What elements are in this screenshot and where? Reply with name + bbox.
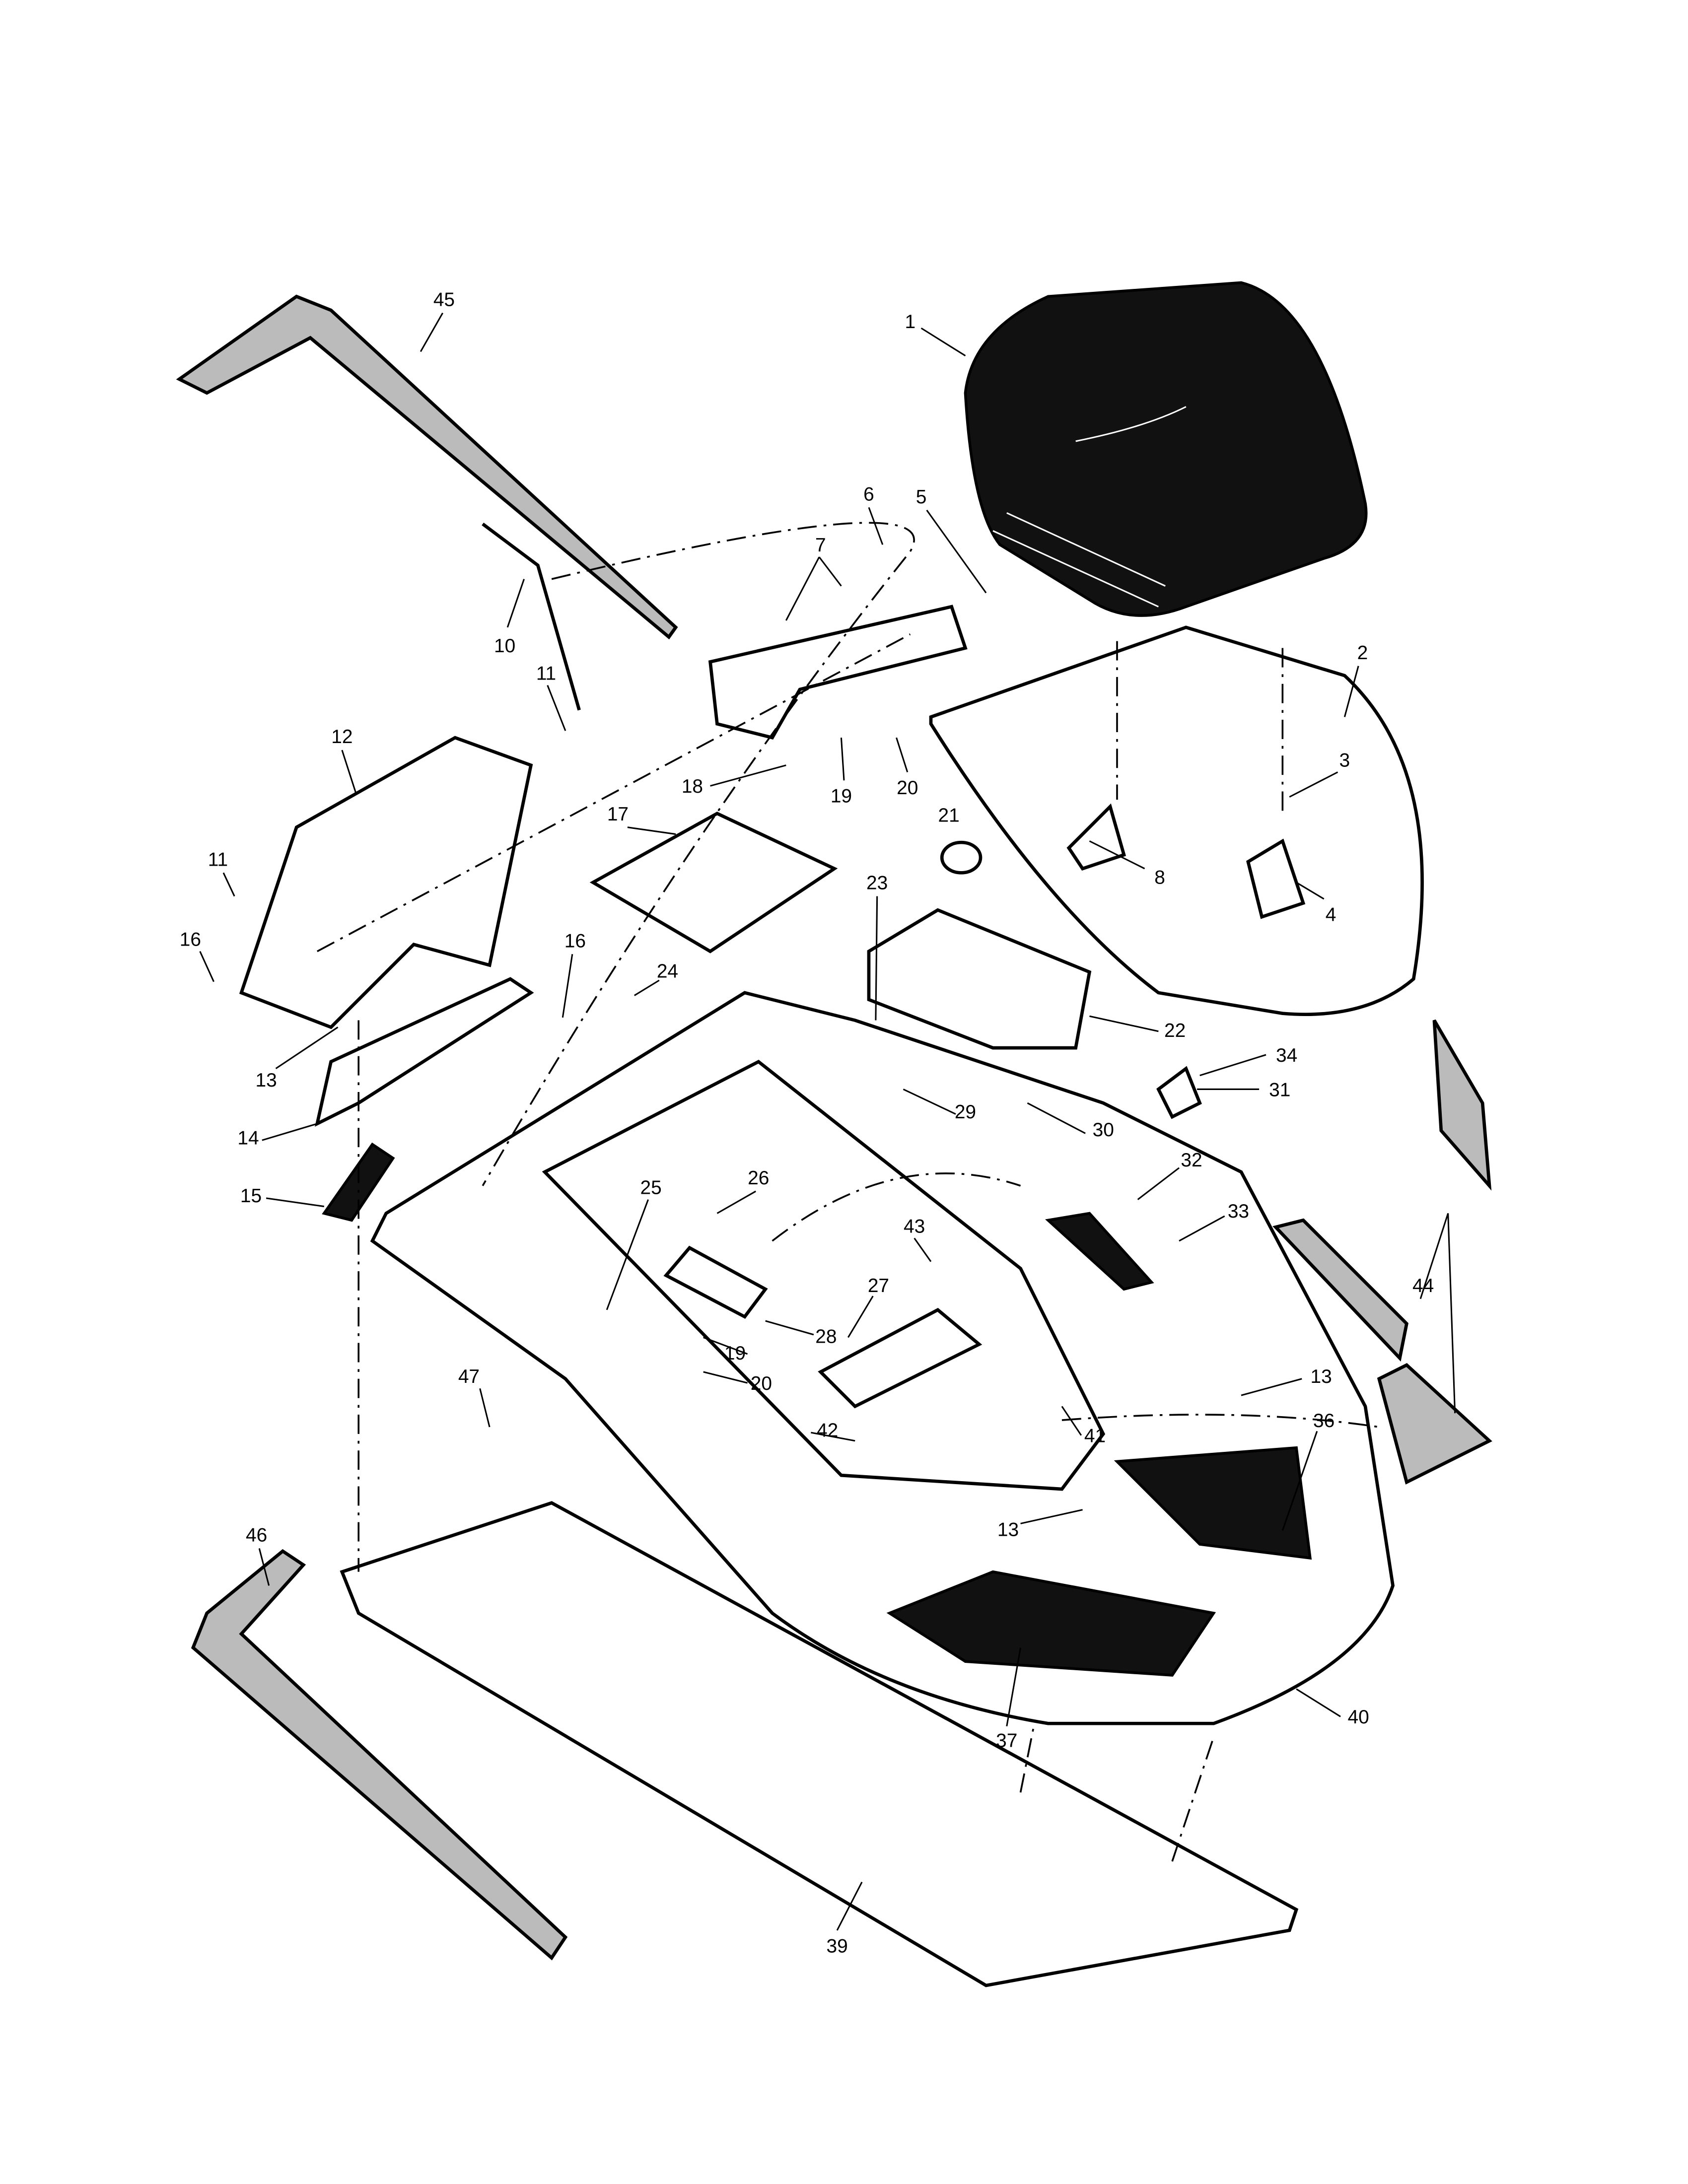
callout-18: 18 <box>682 776 703 797</box>
part-22-fuel-tank <box>867 908 1092 1050</box>
callout-7: 7 <box>815 535 826 556</box>
callout-labels: 45 1 5 6 7 10 2 11 12 18 19 20 3 21 17 8… <box>180 289 1434 1957</box>
callout-11: 11 <box>536 663 556 684</box>
callout-2: 2 <box>1357 642 1368 664</box>
part-10-rod <box>482 522 581 711</box>
callout-22: 22 <box>1164 1020 1186 1041</box>
callout-13c: 13 <box>997 1519 1019 1540</box>
callout-40: 40 <box>1347 1706 1369 1728</box>
callout-19b: 19 <box>724 1343 746 1364</box>
part-44-strip-c <box>1377 1363 1492 1485</box>
part-44-strip-b <box>1272 1218 1408 1362</box>
callout-20b: 20 <box>751 1373 772 1394</box>
part-17-plate <box>589 812 838 954</box>
callout-23: 23 <box>866 873 888 894</box>
callout-4: 4 <box>1326 904 1336 926</box>
callout-12: 12 <box>331 726 352 748</box>
part-8-bracket <box>1066 803 1126 871</box>
callout-46: 46 <box>246 1525 267 1546</box>
part-37-mat <box>886 1570 1216 1677</box>
callout-15: 15 <box>240 1185 262 1207</box>
part-1-seat <box>964 281 1368 617</box>
part-12-panel <box>239 736 533 1029</box>
callout-33: 33 <box>1228 1201 1249 1222</box>
callout-25: 25 <box>640 1177 661 1199</box>
part-45-trim-strip <box>176 294 678 640</box>
part-14-bracket <box>315 977 534 1127</box>
callout-30: 30 <box>1093 1119 1114 1141</box>
callout-19: 19 <box>831 786 852 807</box>
callout-21: 21 <box>938 805 959 826</box>
callout-13: 13 <box>255 1070 277 1091</box>
callout-20: 20 <box>897 777 918 799</box>
callout-31: 31 <box>1269 1079 1290 1100</box>
part-2-seat-pan <box>929 625 1424 1016</box>
callout-47: 47 <box>458 1366 480 1387</box>
callout-32: 32 <box>1181 1150 1202 1171</box>
part-36-mat <box>1114 1446 1312 1560</box>
callout-27: 27 <box>868 1275 889 1297</box>
callout-14: 14 <box>237 1128 259 1149</box>
part-27-plate <box>818 1307 983 1409</box>
callout-11b: 11 <box>208 849 228 870</box>
part-21-cap <box>940 840 983 875</box>
callout-28: 28 <box>815 1326 837 1348</box>
callout-45: 45 <box>433 289 455 311</box>
callout-5: 5 <box>916 486 927 508</box>
part-39-base-plate <box>340 1501 1299 1987</box>
callout-39: 39 <box>826 1935 847 1957</box>
part-34-lever <box>1156 1066 1202 1119</box>
body-opening <box>542 1059 1106 1491</box>
callout-34: 34 <box>1276 1045 1297 1066</box>
callout-1: 1 <box>905 311 916 333</box>
callout-16: 16 <box>180 929 201 951</box>
callout-10: 10 <box>494 635 515 657</box>
part-4-bracket <box>1246 838 1306 919</box>
callout-41: 41 <box>1084 1426 1106 1447</box>
callout-13b: 13 <box>1310 1366 1332 1387</box>
callout-37: 37 <box>996 1730 1017 1751</box>
callout-17: 17 <box>607 804 629 825</box>
callout-16b: 16 <box>564 930 586 952</box>
callout-29: 29 <box>955 1101 976 1123</box>
callout-6: 6 <box>863 483 874 505</box>
part-46-trim-strip <box>191 1549 568 1961</box>
callout-8: 8 <box>1154 867 1165 888</box>
callout-43: 43 <box>904 1216 925 1237</box>
part-26-bracket <box>663 1245 768 1319</box>
callout-3: 3 <box>1339 750 1350 771</box>
part-44-strip <box>1432 1019 1492 1191</box>
callout-26: 26 <box>748 1167 769 1189</box>
callout-42: 42 <box>817 1420 838 1441</box>
callout-44: 44 <box>1412 1275 1434 1297</box>
callout-24: 24 <box>657 960 678 982</box>
callout-36: 36 <box>1313 1410 1335 1432</box>
part-32-plate <box>1045 1212 1154 1291</box>
